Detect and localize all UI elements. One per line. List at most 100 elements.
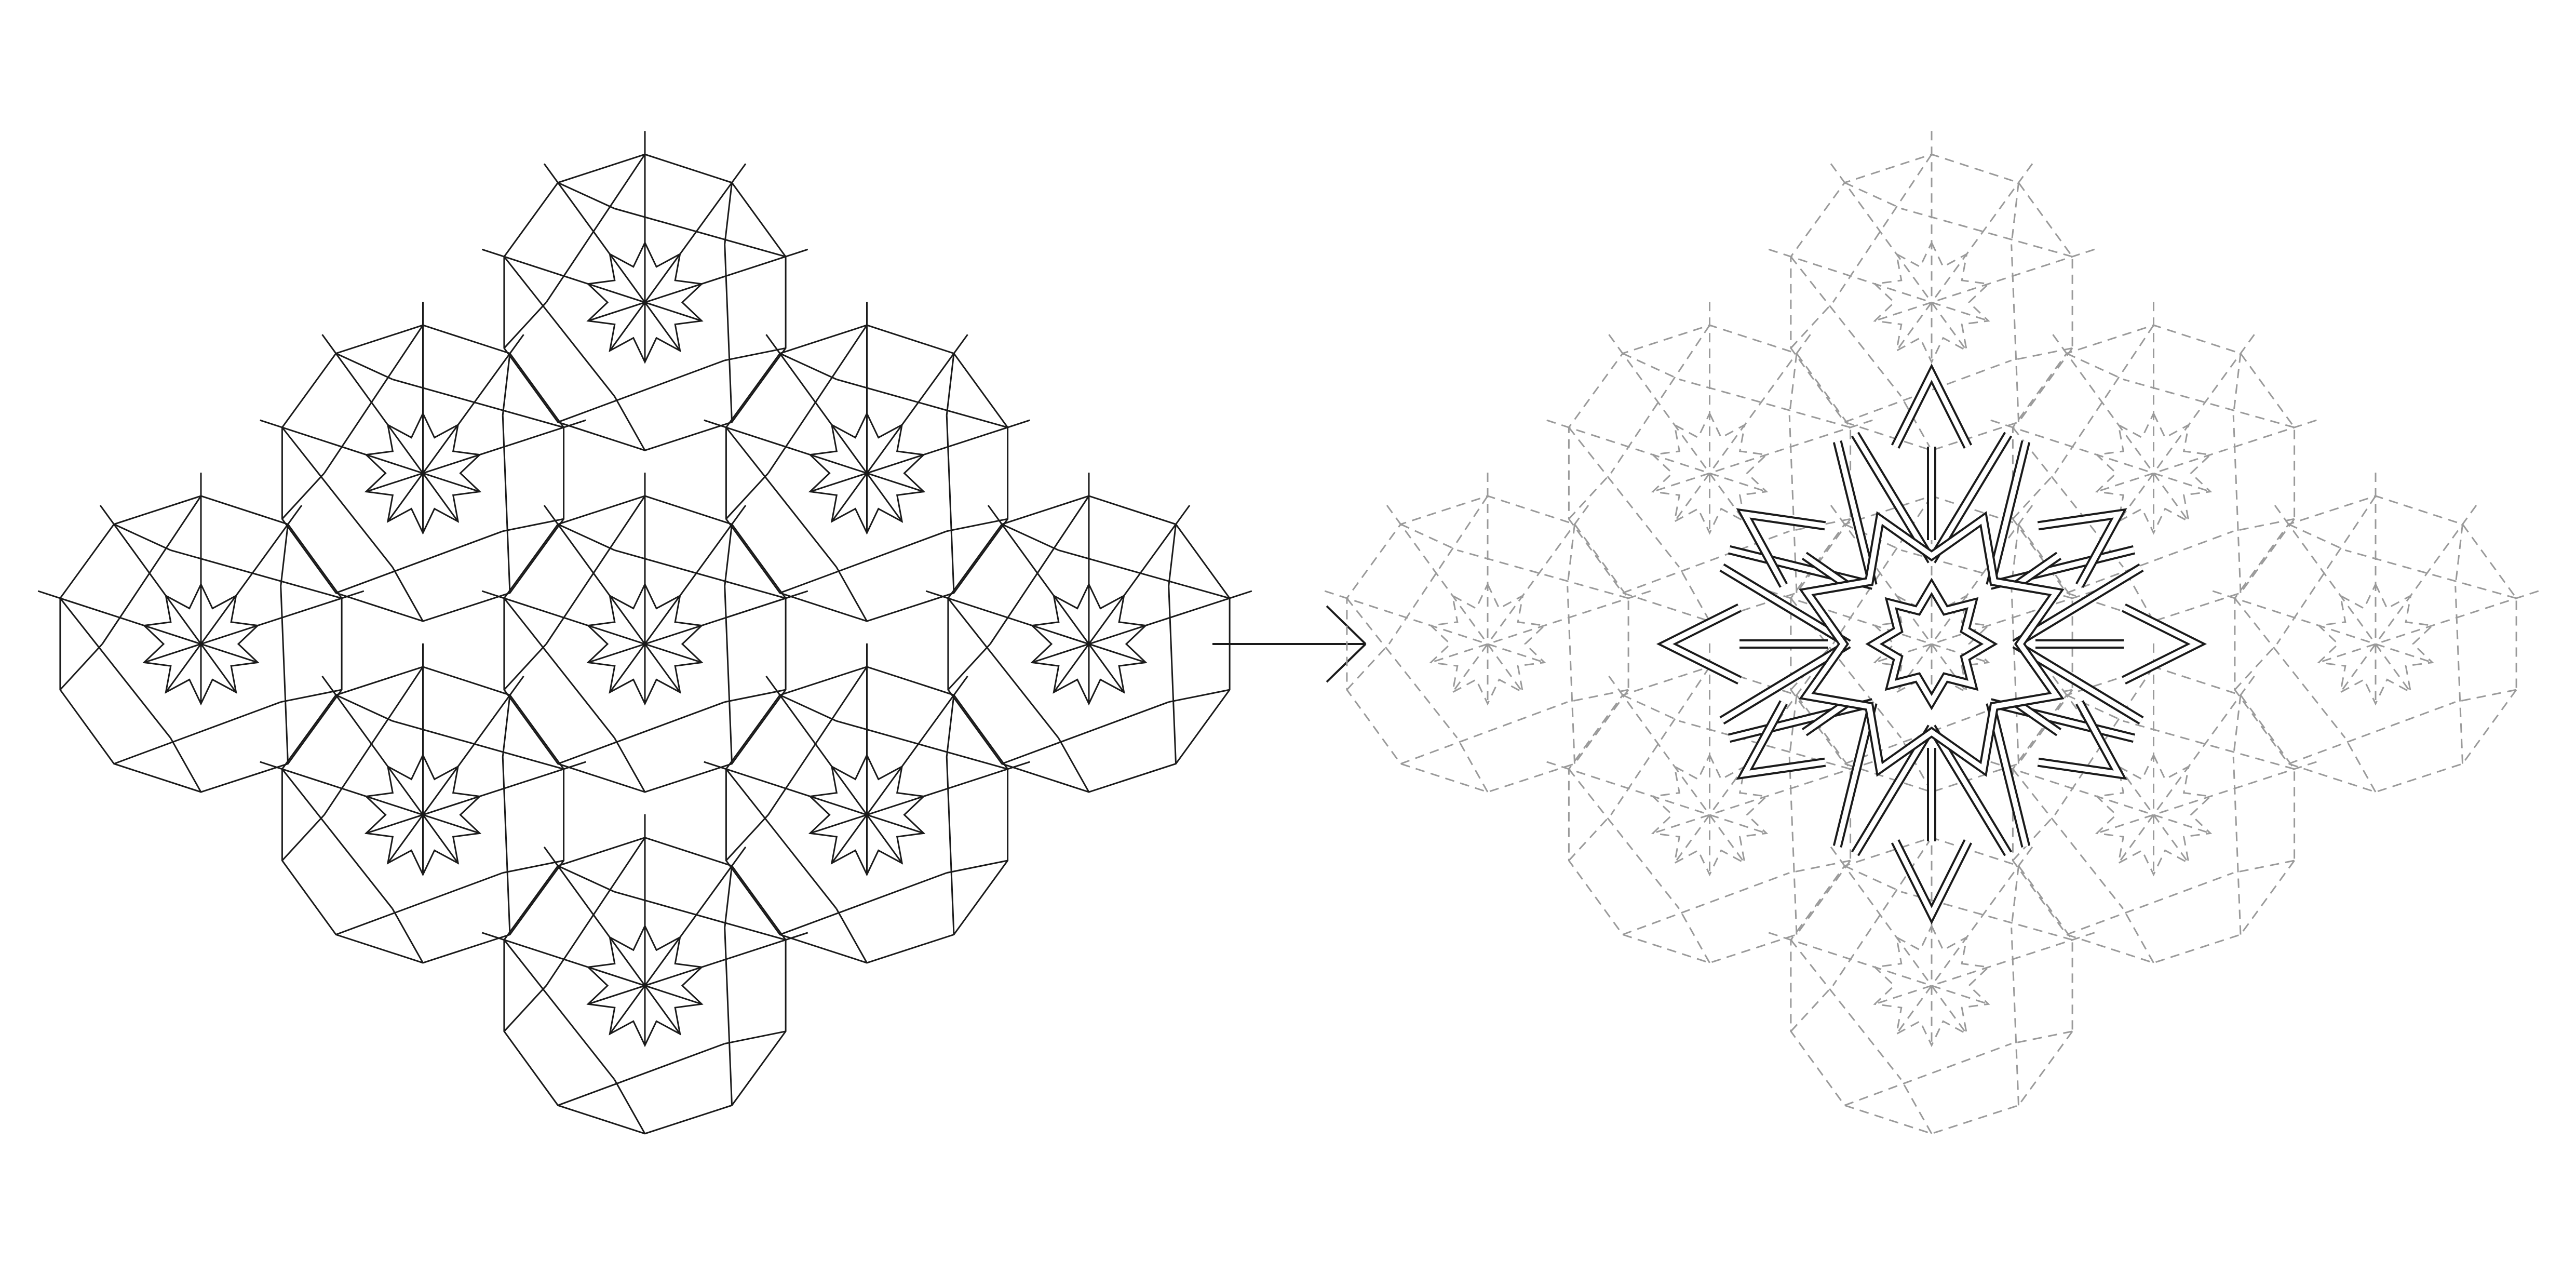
right-star [2095, 411, 2213, 535]
left-girih-line [481, 248, 703, 322]
left-girih-line [165, 505, 303, 693]
left-spoke [392, 567, 424, 622]
right-spoke [1832, 154, 1933, 303]
right-star [1429, 582, 1546, 706]
right-spoke [2454, 524, 2463, 586]
left-girih-line [987, 505, 1125, 693]
left-spoke [1168, 689, 1230, 703]
left-spoke [503, 939, 615, 1080]
right-spoke [1678, 908, 1710, 963]
left-spoke [281, 814, 325, 862]
right-spoke [1610, 325, 1710, 474]
right-spoke [1790, 985, 1834, 1032]
left-spoke [392, 908, 424, 963]
left-girih-line [704, 419, 924, 493]
right-girih-line [1546, 761, 1767, 835]
right-spoke [1900, 208, 2073, 258]
right-dashed-construction-grid [1324, 131, 2539, 1135]
left-rosette-1 [481, 131, 808, 451]
right-spoke [1788, 353, 1798, 415]
right-spoke [1622, 694, 1680, 722]
left-spoke [502, 757, 511, 935]
right-spoke [1568, 427, 1680, 568]
right-spoke [1567, 689, 1629, 703]
right-spoke [1788, 695, 1798, 757]
right-spoke [2054, 666, 2154, 815]
right-spoke [2066, 872, 2234, 935]
right-girih-line [2318, 590, 2539, 664]
left-spoke [545, 837, 646, 986]
right-girih-line [2118, 334, 2255, 522]
left-girih-line [366, 761, 586, 835]
left-girih-line [387, 676, 524, 864]
left-spoke [1001, 701, 1169, 765]
right-spoke [2011, 586, 2019, 764]
left-spoke [724, 866, 733, 928]
left-girih-line [481, 590, 703, 664]
right-spoke [1844, 359, 2012, 423]
left-girih-line [37, 590, 259, 664]
interlace-band-fill [1835, 702, 1876, 848]
interlace-band-fill [1803, 701, 1848, 735]
right-spoke [2233, 518, 2295, 532]
right-star [1651, 411, 1769, 535]
right-spoke [2344, 737, 2377, 793]
right-spoke [1790, 643, 1834, 691]
left-rosette-7 [260, 643, 586, 964]
right-spoke [2011, 928, 2019, 1106]
left-spoke [947, 643, 991, 691]
right-spoke [1790, 939, 1902, 1080]
left-girih-line [831, 676, 968, 864]
right-girih-line [1768, 248, 1989, 322]
right-spoke [2012, 427, 2124, 568]
right-spoke [2066, 530, 2234, 594]
right-spoke [1346, 597, 1458, 739]
right-spoke [2012, 473, 2056, 520]
left-spoke [335, 872, 503, 935]
left-girih-line [704, 761, 924, 835]
right-girih-line [2096, 419, 2317, 493]
left-girih-line [587, 248, 808, 322]
right-spoke [2232, 695, 2242, 757]
interlace-band-fill [1988, 702, 2029, 848]
right-spoke [1567, 524, 1575, 586]
left-rosette-3 [704, 302, 1030, 622]
left-girih-line [99, 505, 237, 693]
interlace-band-fill [1853, 726, 1934, 855]
right-spoke [1610, 666, 1710, 815]
right-rosette-6 [2212, 473, 2539, 793]
right-girih-line [1830, 505, 1968, 693]
interlace-band-fill [1869, 582, 1994, 706]
left-spoke [835, 908, 868, 963]
left-spoke [724, 586, 733, 764]
right-spoke [2054, 325, 2154, 474]
right-spoke [1790, 597, 1902, 739]
right-spoke [1844, 524, 1901, 551]
right-girih-line [1895, 505, 2033, 693]
right-spoke [2123, 378, 2295, 428]
right-girih-line [2096, 761, 2317, 835]
interlace-band-fill [1803, 553, 1848, 587]
left-spoke [557, 524, 615, 551]
right-girih-line [1608, 676, 1746, 864]
right-spoke [1678, 567, 1710, 622]
right-girih-line [2274, 505, 2412, 693]
left-spoke [280, 586, 289, 764]
right-spoke [1622, 872, 1790, 935]
right-girih-line [1386, 505, 1524, 693]
left-spoke [545, 495, 646, 645]
left-spoke [1168, 524, 1177, 586]
right-spoke [2276, 495, 2377, 645]
right-girih-line [1895, 846, 2033, 1035]
left-rosette-9 [481, 814, 808, 1135]
interlace-band-fill [2015, 553, 2060, 587]
left-spoke [281, 768, 393, 909]
right-spoke [1346, 643, 1390, 691]
interlace-band-fill [1720, 641, 1850, 723]
right-spoke [1622, 353, 1680, 380]
right-girih-line [1546, 419, 1767, 493]
left-spoke [113, 701, 281, 765]
right-spoke [1568, 814, 1612, 862]
right-spoke [2011, 347, 2073, 361]
interlace-band-fill [1989, 700, 2135, 741]
